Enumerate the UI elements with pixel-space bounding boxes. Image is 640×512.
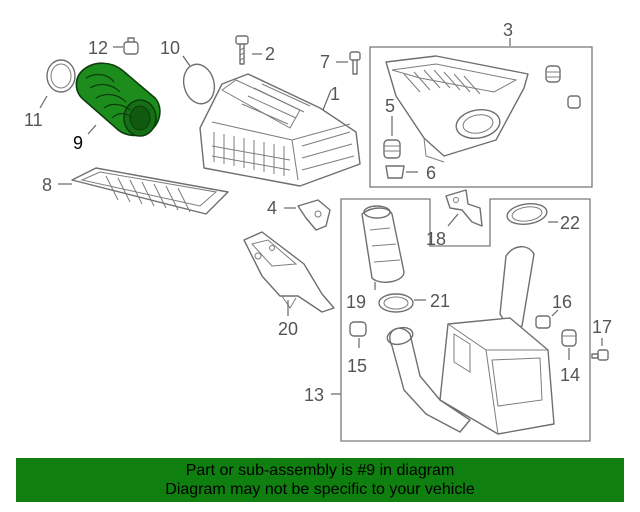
air-box-part-13[interactable] bbox=[385, 246, 555, 435]
callout-3[interactable]: 3 bbox=[503, 20, 513, 40]
callout-4[interactable]: 4 bbox=[267, 198, 277, 218]
grommet-part-5[interactable] bbox=[383, 139, 401, 159]
lower-case-part-3[interactable] bbox=[385, 55, 529, 163]
bracket-part-4[interactable] bbox=[297, 199, 331, 231]
clamp-part-22[interactable] bbox=[506, 201, 548, 226]
callout-18[interactable]: 18 bbox=[426, 229, 446, 249]
banner-line-1: Part or sub-assembly is #9 in diagram bbox=[185, 462, 455, 479]
cover-part-1[interactable] bbox=[199, 73, 361, 187]
grommet-part-6[interactable] bbox=[385, 165, 405, 179]
callout-2[interactable]: 2 bbox=[265, 44, 275, 64]
banner-line-2: Diagram may not be specific to your vehi… bbox=[165, 481, 475, 498]
bolt-part-2[interactable] bbox=[235, 35, 249, 65]
bolt-part-7[interactable] bbox=[349, 51, 361, 75]
callout-10[interactable]: 10 bbox=[160, 38, 180, 58]
sensor-part-12[interactable] bbox=[123, 37, 139, 55]
callout-8[interactable]: 8 bbox=[42, 175, 52, 195]
leader-18 bbox=[447, 213, 459, 227]
callout-1[interactable]: 1 bbox=[330, 84, 340, 104]
callout-7[interactable]: 7 bbox=[320, 52, 330, 72]
intake-duct-part-9[interactable] bbox=[75, 62, 161, 137]
bolt-part-17[interactable] bbox=[591, 349, 609, 361]
leader-16 bbox=[551, 309, 559, 317]
leader-1 bbox=[322, 89, 332, 111]
info-banner: Part or sub-assembly is #9 in diagram Di… bbox=[16, 458, 624, 502]
callout-6[interactable]: 6 bbox=[426, 163, 436, 183]
bracket-part-18[interactable] bbox=[445, 189, 483, 227]
leader-10 bbox=[182, 55, 191, 67]
callout-12[interactable]: 12 bbox=[88, 38, 108, 58]
seal-part-10[interactable] bbox=[179, 61, 218, 107]
inlet-duct-part-19[interactable] bbox=[361, 205, 405, 283]
grommet-top-right bbox=[545, 65, 561, 83]
callout-22[interactable]: 22 bbox=[560, 213, 580, 233]
callout-16[interactable]: 16 bbox=[552, 292, 572, 312]
upper-case-group-box bbox=[369, 46, 593, 188]
grommet-part-15[interactable] bbox=[349, 321, 367, 337]
seal-part-21[interactable] bbox=[378, 293, 414, 313]
clamp-part-11[interactable] bbox=[46, 59, 76, 93]
callout-14[interactable]: 14 bbox=[560, 365, 580, 385]
callout-15[interactable]: 15 bbox=[347, 356, 367, 376]
grommet-part-16[interactable] bbox=[535, 315, 551, 329]
leader-9 bbox=[87, 124, 97, 135]
air-box-group-box bbox=[340, 198, 591, 442]
grommet-part-14[interactable] bbox=[561, 329, 577, 347]
bracket-part-20[interactable] bbox=[243, 231, 335, 313]
grommet-right bbox=[567, 95, 581, 109]
callout-5[interactable]: 5 bbox=[385, 96, 395, 116]
callout-11[interactable]: 11 bbox=[24, 110, 43, 130]
callout-20[interactable]: 20 bbox=[278, 319, 298, 339]
callout-21[interactable]: 21 bbox=[430, 291, 450, 311]
callout-9[interactable]: 9 bbox=[73, 133, 83, 153]
leader-11 bbox=[39, 95, 48, 109]
callout-13[interactable]: 13 bbox=[304, 385, 324, 405]
callout-17[interactable]: 17 bbox=[592, 317, 612, 337]
filter-element-part-8[interactable] bbox=[71, 167, 229, 215]
callout-19[interactable]: 19 bbox=[346, 292, 366, 312]
